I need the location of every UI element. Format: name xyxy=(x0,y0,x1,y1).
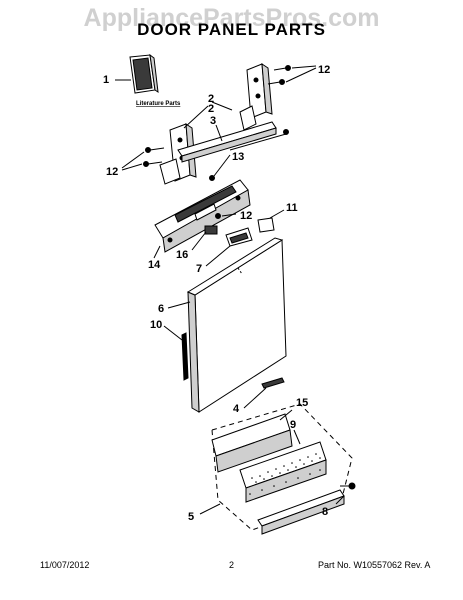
insulation-block xyxy=(239,441,327,503)
callout-12-middle: 12 xyxy=(240,210,252,222)
callout-8: 8 xyxy=(322,506,328,518)
leader-3 xyxy=(215,124,223,142)
door-cross-bar xyxy=(177,121,277,163)
leader-8 xyxy=(335,495,345,505)
screws-left xyxy=(121,147,165,171)
outer-door-panel xyxy=(186,237,287,413)
leader-12c xyxy=(221,213,237,217)
callout-4: 4 xyxy=(233,403,240,415)
control-panel-assembly xyxy=(154,179,251,253)
switch-16 xyxy=(204,225,218,235)
part-4 xyxy=(261,377,285,389)
leader-5 xyxy=(199,503,221,515)
callout-3: 3 xyxy=(210,115,216,127)
leader-7 xyxy=(205,245,231,267)
leader-9 xyxy=(293,429,301,445)
callout-7: 7 xyxy=(196,263,202,275)
callout-10: 10 xyxy=(150,319,162,331)
label-11 xyxy=(257,217,275,233)
callout-12-left: 12 xyxy=(106,166,118,178)
bottom-bracket xyxy=(257,482,356,535)
footer-part-number: Part No. W10557062 Rev. A xyxy=(318,560,431,570)
watermark: AppliancePartsPros.com xyxy=(83,4,380,32)
leader-2b xyxy=(183,105,209,129)
page-title: DOOR PANEL PARTS xyxy=(137,20,326,39)
leader-2a xyxy=(211,101,233,111)
leader-16 xyxy=(191,231,207,251)
footer-date: 11/007/2012 xyxy=(40,560,90,570)
callout-14: 14 xyxy=(148,259,161,271)
literature-book xyxy=(129,53,159,94)
callout-15: 15 xyxy=(296,397,308,409)
callout-6: 6 xyxy=(158,303,164,315)
door-gasket xyxy=(181,332,189,381)
screws-13 xyxy=(209,129,289,181)
leader-6 xyxy=(167,301,191,309)
callout-13: 13 xyxy=(232,151,244,163)
leader-10 xyxy=(163,325,183,341)
part-15 xyxy=(211,413,293,473)
leader-4 xyxy=(243,387,267,409)
callout-12-top: 12 xyxy=(318,64,330,76)
callout-1: 1 xyxy=(103,74,109,86)
callout-2b: 2 xyxy=(208,103,214,115)
callout-16: 16 xyxy=(176,249,188,261)
footer-page-number: 2 xyxy=(229,560,235,570)
screws-top-right xyxy=(267,65,317,85)
callout-11: 11 xyxy=(286,202,298,214)
leader-14 xyxy=(153,245,161,259)
literature-label: Literature Parts xyxy=(136,101,181,107)
leader-15 xyxy=(279,409,293,421)
door-handle xyxy=(225,227,253,247)
callout-5: 5 xyxy=(188,511,194,523)
hinge-bracket-right xyxy=(239,63,273,131)
callout-9: 9 xyxy=(290,419,296,431)
callout-2a: 2 xyxy=(208,93,214,105)
leader-11 xyxy=(269,209,285,219)
